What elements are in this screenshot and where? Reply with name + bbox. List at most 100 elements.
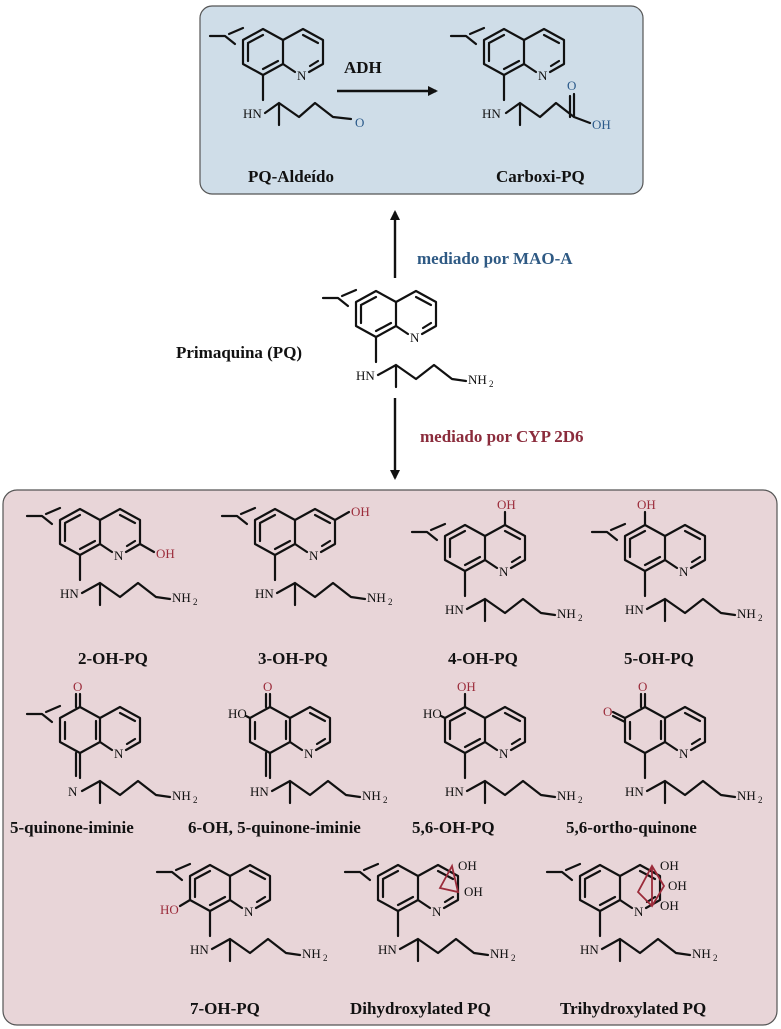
atom-n: N — [538, 68, 548, 83]
atom-n: N — [309, 548, 319, 563]
pq-aldehyde-structure: N HN O — [208, 26, 364, 130]
atom-n: N — [304, 746, 314, 761]
atom-n: N — [114, 548, 124, 563]
atom-hn: HN — [243, 106, 262, 121]
atom-nh2: NH — [737, 606, 756, 621]
atom-oh: OH — [351, 504, 370, 519]
atom-n: N — [679, 564, 689, 579]
atom-n: N — [499, 746, 509, 761]
atom-nh2: NH — [362, 788, 381, 803]
atom-hn: HN — [580, 942, 599, 957]
atom-ho: HO — [160, 902, 179, 917]
atom-o: O — [603, 704, 612, 719]
atom-hn: HN — [482, 106, 501, 121]
atom-nh2: NH — [692, 946, 711, 961]
atom-nh2: NH — [557, 788, 576, 803]
label-5-oh-pq: 5-OH-PQ — [624, 649, 694, 668]
atom-nh2: NH — [367, 590, 386, 605]
atom-subscript: 2 — [383, 795, 388, 805]
atom-n: N — [244, 904, 254, 919]
atom-hn: HN — [625, 602, 644, 617]
atom-n: N — [114, 746, 124, 761]
adh-label: ADH — [344, 58, 382, 77]
metabolite-dihydroxylated-pq: N OH OH HN NH 2 — [343, 858, 516, 963]
atom-nh2: NH — [468, 372, 487, 387]
atom-hn: HN — [445, 602, 464, 617]
label-7-oh-pq: 7-OH-PQ — [190, 999, 260, 1018]
atom-ho: HO — [423, 706, 442, 721]
atom-hn: HN — [378, 942, 397, 957]
atom-n: N — [432, 904, 442, 919]
atom-n: N — [499, 564, 509, 579]
atom-o: O — [638, 679, 647, 694]
label-2-oh-pq: 2-OH-PQ — [78, 649, 148, 668]
atom-nh2: NH — [557, 606, 576, 621]
label-dihydroxylated-pq: Dihydroxylated PQ — [350, 999, 491, 1018]
label-5-6-ortho-quinone: 5,6-ortho-quinone — [566, 818, 697, 837]
primaquine-label: Primaquina (PQ) — [176, 343, 302, 362]
atom-oh: OH — [668, 878, 687, 893]
atom-nh2: NH — [302, 946, 321, 961]
atom-hn: HN — [445, 784, 464, 799]
atom-hn: HN — [625, 784, 644, 799]
metabolite-5-6-oh-pq: HO N OH HN NH 2 — [423, 679, 583, 805]
atom-oh: OH — [458, 858, 477, 873]
atom-oh: OH — [497, 497, 516, 512]
atom-hn: HN — [60, 586, 79, 601]
atom-hn: HN — [250, 784, 269, 799]
metabolite-7-oh-pq: N HO HN NH 2 — [155, 862, 328, 963]
atom-subscript: 2 — [511, 953, 516, 963]
atom-hn: HN — [255, 586, 274, 601]
atom-o: O — [73, 679, 82, 694]
metabolite-3-oh-pq: N OH HN NH 2 — [220, 504, 393, 607]
atom-nh2: NH — [172, 788, 191, 803]
mao-pathway-label: mediado por MAO-A — [417, 249, 573, 268]
metabolite-6-oh-5-quinone-imine: HO N O HN NH 2 — [228, 679, 388, 805]
atom-oh: OH — [464, 884, 483, 899]
mao-pathway-panel — [199, 5, 644, 195]
metabolite-5-oh-pq: N OH HN NH 2 — [590, 497, 763, 623]
atom-nh2: NH — [737, 788, 756, 803]
atom-oh: OH — [637, 497, 656, 512]
primaquine-structure: N HN NH 2 — [321, 288, 494, 389]
label-4-oh-pq: 4-OH-PQ — [448, 649, 518, 668]
atom-oh: OH — [156, 546, 175, 561]
atom-nh2: NH — [172, 590, 191, 605]
atom-subscript: 2 — [193, 597, 198, 607]
atom-n: N — [297, 68, 307, 83]
atom-ho: HO — [228, 706, 247, 721]
atom-n: N — [410, 330, 420, 345]
atom-n: N — [679, 746, 689, 761]
cyp-pathway-panel — [2, 489, 778, 1026]
atom-subscript: 2 — [758, 613, 763, 623]
metabolite-2-oh-pq: N OH HN NH 2 — [25, 506, 198, 607]
pq-aldehyde-label: PQ-Aldeído — [248, 167, 334, 186]
metabolite-4-oh-pq: N OH HN NH 2 — [410, 497, 583, 623]
atom-hn: HN — [356, 368, 375, 383]
atom-subscript: 2 — [758, 795, 763, 805]
metabolite-5-6-ortho-quinone: O N O HN NH 2 — [603, 679, 763, 805]
atom-subscript: 2 — [578, 795, 583, 805]
atom-o: O — [567, 78, 576, 93]
atom-o: O — [263, 679, 272, 694]
atom-nh2: NH — [490, 946, 509, 961]
label-3-oh-pq: 3-OH-PQ — [258, 649, 328, 668]
atom-n: N — [68, 784, 78, 799]
label-5-quinone-imine: 5-quinone-iminie — [10, 818, 134, 837]
carboxy-pq-structure: N HN O OH — [449, 26, 611, 132]
atom-oh: OH — [660, 858, 679, 873]
atom-subscript: 2 — [713, 953, 718, 963]
atom-subscript: 2 — [578, 613, 583, 623]
cyp-pathway-label: mediado por CYP 2D6 — [420, 427, 584, 446]
label-trihydroxylated-pq: Trihydroxylated PQ — [560, 999, 706, 1018]
atom-hn: HN — [190, 942, 209, 957]
metabolite-trihydroxylated-pq: N OH OH OH HN NH 2 — [545, 858, 718, 963]
metabolite-5-quinone-imine: N O N NH 2 — [25, 679, 198, 805]
atom-o: O — [355, 115, 364, 130]
atom-n: N — [634, 904, 644, 919]
label-6-oh-5-quinone-imine: 6-OH, 5-quinone-iminie — [188, 818, 361, 837]
atom-subscript: 2 — [489, 379, 494, 389]
carboxy-pq-label: Carboxi-PQ — [496, 167, 585, 186]
atom-oh: OH — [457, 679, 476, 694]
